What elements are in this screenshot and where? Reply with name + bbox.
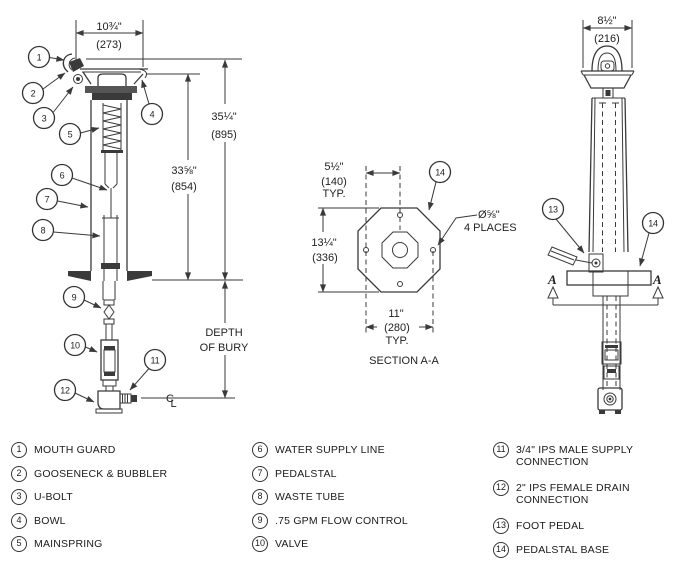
floor-flange: [68, 271, 152, 281]
bolt-hole: [397, 212, 403, 218]
dim-base-height-in: 13¼": [311, 237, 336, 249]
dim-pedestal-height-mm: (854): [171, 181, 197, 193]
dim-overall-height-in: 35¼": [211, 111, 236, 123]
section-letter-left: A: [547, 272, 557, 287]
svg-text:2: 2: [31, 89, 36, 99]
dim-base-width-mm: (280): [384, 322, 410, 334]
section-letter-right: A: [652, 272, 662, 287]
svg-text:10: 10: [70, 341, 80, 351]
svg-text:14: 14: [435, 168, 445, 178]
right-elevation-view: 8½" (216): [541, 15, 665, 414]
section-arrow-left: [547, 285, 559, 299]
hole-diameter-note: Ø⅝": [478, 209, 500, 221]
svg-text:4: 4: [150, 110, 155, 120]
callout-9: 9: [62, 285, 102, 309]
callout-14-right: 14: [639, 211, 665, 267]
bowl-front: [580, 70, 635, 99]
dim-spacing-mm: (140): [321, 176, 347, 188]
center-hole: [392, 242, 408, 258]
column-front: [588, 97, 629, 253]
svg-text:11: 11: [151, 356, 160, 366]
callout-13: 13: [541, 197, 585, 254]
guard-front: [591, 45, 623, 72]
callout-3: 3: [32, 86, 74, 130]
section-title: SECTION A-A: [369, 355, 439, 367]
svg-text:9: 9: [72, 293, 77, 303]
callout-2: 2: [21, 72, 66, 105]
mainspring-coil: [102, 104, 122, 150]
dim-spacing-in: 5½": [324, 161, 343, 173]
bolt-hole: [430, 247, 436, 253]
drain-elbow: [97, 390, 121, 410]
foot-pedal-assembly: [547, 246, 604, 273]
callout-5: 5: [58, 122, 100, 146]
svg-text:13: 13: [548, 205, 558, 215]
dim-pedestal-height-in: 33⅝": [171, 165, 196, 177]
dim-front-width-in: 8½": [597, 15, 616, 27]
svg-text:3: 3: [42, 114, 47, 124]
bowl-side: [80, 68, 148, 100]
svg-text:7: 7: [45, 195, 50, 205]
callout-11: 11: [129, 348, 167, 391]
callout-4: 4: [140, 79, 164, 126]
dim-base-height-mm: (336): [312, 252, 338, 264]
callout-1: 1: [27, 45, 65, 69]
svg-text:6: 6: [60, 171, 65, 181]
callout-8: 8: [31, 218, 101, 242]
pedestal-base-front: [566, 270, 652, 297]
hole-note-leader: [437, 214, 478, 246]
svg-text:14: 14: [648, 219, 658, 229]
callout-6: 6: [50, 163, 108, 191]
pedestal-column: [90, 100, 128, 281]
depth-of-bury-label-2: OF BURY: [200, 342, 249, 354]
center-boss: [381, 231, 419, 269]
svg-text:5: 5: [68, 130, 73, 140]
svg-text:1: 1: [37, 53, 42, 63]
dim-width-mm: (273): [96, 39, 122, 51]
dim-front-width-mm: (216): [594, 33, 620, 45]
svg-text:8: 8: [41, 226, 46, 236]
callout-14-section: 14: [427, 160, 452, 211]
dim-base-width-typ: TYP.: [385, 335, 408, 347]
section-aa-view: 5½" (140) TYP. 13¼" (336) 11" (280) TYP.…: [306, 160, 517, 367]
callout-10: 10: [63, 333, 98, 357]
section-cut-markers: A A: [547, 272, 664, 306]
buried-pipe-front: [597, 296, 623, 414]
buried-assembly: [95, 281, 137, 414]
dim-spacing-typ: TYP.: [322, 188, 345, 200]
svg-text:12: 12: [60, 386, 70, 396]
base-octagon: [357, 207, 441, 293]
centerline-symbol-l: L: [170, 398, 176, 410]
bolt-hole: [397, 281, 403, 287]
dim-overall-height-mm: (895): [211, 129, 237, 141]
left-elevation-view: 10¾" (273): [21, 20, 251, 414]
hole-places-note: 4 PLACES: [464, 222, 517, 234]
bolt-hole: [363, 247, 369, 253]
centerline-symbol-c: C: [166, 393, 174, 405]
depth-of-bury-label-1: DEPTH: [205, 327, 242, 339]
callout-7: 7: [35, 187, 89, 211]
callout-12: 12: [53, 378, 95, 403]
dim-width-in: 10¾": [96, 21, 121, 33]
dim-base-width-in: 11": [388, 308, 403, 320]
section-arrow-right: [652, 285, 664, 299]
